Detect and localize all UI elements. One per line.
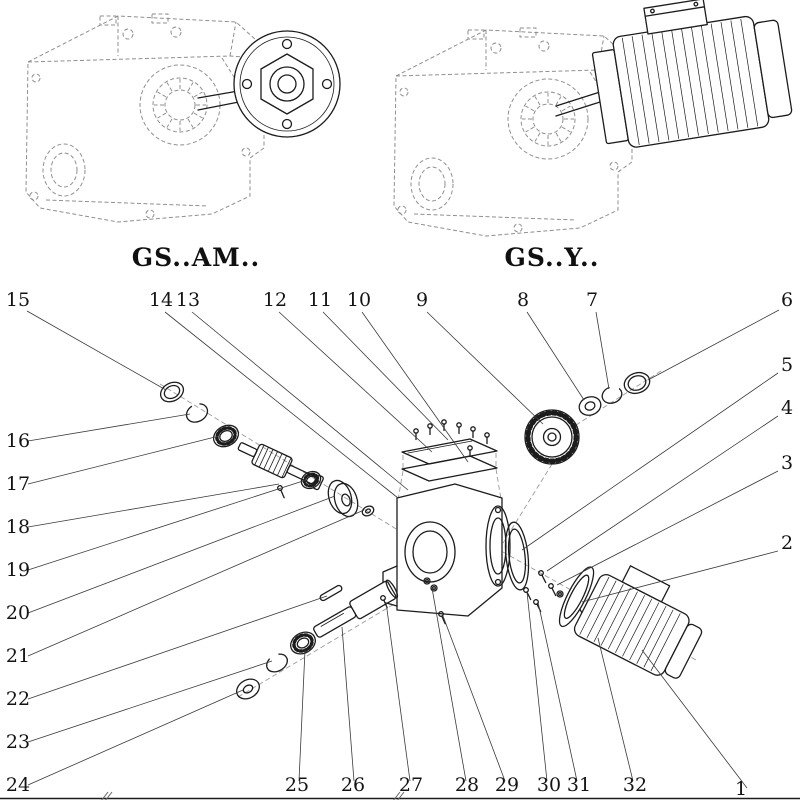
part-set-screw bbox=[274, 484, 290, 499]
part-washer-upper bbox=[578, 396, 602, 416]
part-output-seal bbox=[236, 678, 260, 700]
callout-14: 14 bbox=[149, 289, 173, 311]
callout-19: 19 bbox=[6, 559, 30, 581]
part-shim-washer bbox=[361, 505, 375, 517]
callout-24: 24 bbox=[6, 774, 30, 796]
gear-unit-outline-ghost bbox=[25, 13, 265, 223]
part-motor-bolts bbox=[520, 569, 587, 614]
part-input-bearing bbox=[212, 424, 240, 448]
part-worm-wheel bbox=[524, 409, 580, 465]
part-washers-28 bbox=[423, 577, 438, 592]
part-gear-disc bbox=[327, 479, 359, 518]
part-motor-gasket bbox=[504, 521, 530, 591]
part-cover-gasket bbox=[401, 455, 498, 482]
part-circlip-upper bbox=[601, 386, 623, 404]
assembly-axis-lines bbox=[159, 370, 697, 698]
callout-16: 16 bbox=[6, 430, 30, 452]
part-cover-plate bbox=[401, 438, 498, 465]
callout-8: 8 bbox=[517, 289, 529, 311]
callout-29: 29 bbox=[495, 774, 519, 796]
part-seal-ring bbox=[159, 381, 185, 403]
callout-25: 25 bbox=[285, 774, 309, 796]
part-snap-ring bbox=[266, 653, 288, 673]
callout-2: 2 bbox=[781, 532, 793, 554]
callout-13: 13 bbox=[176, 289, 200, 311]
callout-30: 30 bbox=[537, 774, 561, 796]
callout-28: 28 bbox=[455, 774, 479, 796]
leader-lines bbox=[26, 309, 780, 789]
callout-21: 21 bbox=[6, 645, 30, 667]
motor-drawing bbox=[591, 0, 793, 148]
part-gear-housing bbox=[382, 483, 511, 617]
callout-5: 5 bbox=[781, 354, 793, 376]
callout-17: 17 bbox=[6, 473, 30, 495]
callout-1: 1 bbox=[735, 778, 747, 800]
callout-23: 23 bbox=[6, 731, 30, 753]
callout-15: 15 bbox=[6, 289, 30, 311]
callout-3: 3 bbox=[781, 452, 793, 474]
page-break-marks bbox=[101, 791, 405, 800]
callout-20: 20 bbox=[6, 602, 30, 624]
part-motor-exploded bbox=[558, 565, 703, 679]
part-seal-upper bbox=[623, 371, 651, 395]
callout-22: 22 bbox=[6, 688, 30, 710]
part-bearing-small bbox=[300, 470, 322, 490]
callout-9: 9 bbox=[416, 289, 428, 311]
caption-gs-y: GS..Y.. bbox=[505, 243, 600, 272]
callout-7: 7 bbox=[586, 289, 598, 311]
callout-6: 6 bbox=[781, 289, 793, 311]
callout-27: 27 bbox=[399, 774, 423, 796]
motor-shaft-line bbox=[555, 91, 601, 117]
motor-fins-exploded bbox=[579, 576, 681, 672]
callout-11: 11 bbox=[308, 289, 332, 311]
callout-26: 26 bbox=[341, 774, 365, 796]
callout-32: 32 bbox=[623, 774, 647, 796]
callout-10: 10 bbox=[347, 289, 371, 311]
part-output-shaft bbox=[313, 579, 399, 638]
motor-terminal-box bbox=[643, 0, 708, 35]
motor-cooling-fins bbox=[621, 18, 759, 146]
callout-labels: 15 14 13 12 11 10 9 8 7 6 5 4 3 2 1 16 1… bbox=[6, 289, 793, 800]
output-flange-drawing bbox=[197, 30, 341, 138]
callout-31: 31 bbox=[567, 774, 591, 796]
caption-gs-am: GS..AM.. bbox=[132, 243, 260, 272]
callout-12: 12 bbox=[263, 289, 287, 311]
callout-4: 4 bbox=[781, 397, 793, 419]
part-retaining-ring bbox=[185, 403, 209, 423]
motor-terminal-box-exploded bbox=[621, 565, 671, 603]
callout-18: 18 bbox=[6, 516, 30, 538]
part-output-bearing bbox=[290, 631, 316, 655]
part-key bbox=[319, 584, 343, 602]
